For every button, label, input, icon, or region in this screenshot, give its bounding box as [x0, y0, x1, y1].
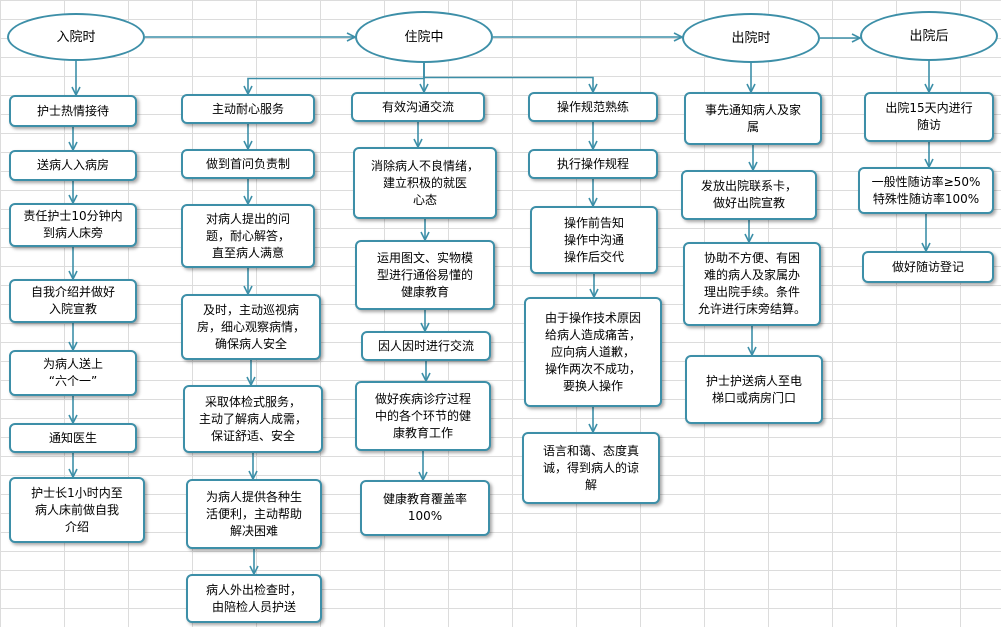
step-operation-3: 操作前告知 操作中沟通 操作后交代 [530, 206, 658, 274]
step-operation-5: 语言和蔼、态度真 诚，得到病人的谅 解 [522, 432, 660, 504]
step-discharge-1: 事先通知病人及家 属 [684, 92, 822, 145]
step-communication-5: 做好疾病诊疗过程 中的各个环节的健 康教育工作 [355, 381, 491, 451]
step-followup-1: 出院15天内进行 随访 [864, 92, 994, 142]
step-discharge-3: 协助不方便、有困 难的病人及家属办 理出院手续。条件 允许进行床旁结算。 [683, 242, 821, 326]
step-service-4: 及时，主动巡视病 房，细心观察病情， 确保病人安全 [181, 294, 321, 360]
stage-hospitalization: 住院中 [355, 11, 493, 63]
step-admission-1: 护士热情接待 [9, 95, 137, 127]
stage-discharge: 出院时 [682, 13, 820, 63]
step-communication-6: 健康教育覆盖率 100% [360, 480, 490, 536]
step-admission-6: 通知医生 [9, 423, 137, 453]
step-communication-1: 有效沟通交流 [351, 92, 485, 122]
step-admission-5: 为病人送上 “六个一” [9, 350, 137, 396]
step-admission-7: 护士长1小时内至 病人床前做自我 介绍 [9, 477, 145, 543]
step-admission-3: 责任护士10分钟内 到病人床旁 [9, 203, 137, 247]
arrow-s2-d1 [423, 63, 593, 91]
step-discharge-4: 护士护送病人至电 梯口或病房门口 [685, 355, 823, 424]
step-operation-2: 执行操作规程 [528, 149, 658, 179]
step-communication-3: 运用图文、实物模 型进行通俗易懂的 健康教育 [355, 240, 495, 310]
step-service-2: 做到首问负责制 [181, 149, 315, 179]
stage-admission: 入院时 [7, 13, 145, 61]
step-operation-4: 由于操作技术原因 给病人造成痛苦， 应向病人道歉， 操作两次不成功， 要换人操作 [524, 297, 662, 407]
step-followup-3: 做好随访登记 [862, 251, 994, 283]
step-admission-2: 送病人入病房 [9, 150, 137, 181]
step-service-5: 采取体检式服务， 主动了解病人成需， 保证舒适、安全 [183, 385, 323, 453]
step-service-6: 为病人提供各种生 活便利，主动帮助 解决困难 [186, 479, 322, 549]
step-communication-2: 消除病人不良情绪， 建立积极的就医 心态 [353, 147, 497, 219]
step-operation-1: 操作规范熟练 [528, 92, 658, 122]
step-admission-4: 自我介绍并做好 入院宣教 [9, 279, 137, 323]
step-followup-2: 一般性随访率≥50% 特殊性随访率100% [858, 167, 994, 214]
step-service-7: 病人外出检查时， 由陪检人员护送 [186, 574, 322, 623]
step-discharge-2: 发放出院联系卡， 做好出院宣教 [681, 170, 817, 220]
step-service-3: 对病人提出的问 题，耐心解答， 直至病人满意 [181, 204, 315, 268]
step-service-1: 主动耐心服务 [181, 94, 315, 124]
step-communication-4: 因人因时进行交流 [361, 331, 491, 361]
stage-after-discharge: 出院后 [860, 11, 998, 61]
arrow-s2-b1 [248, 63, 425, 93]
